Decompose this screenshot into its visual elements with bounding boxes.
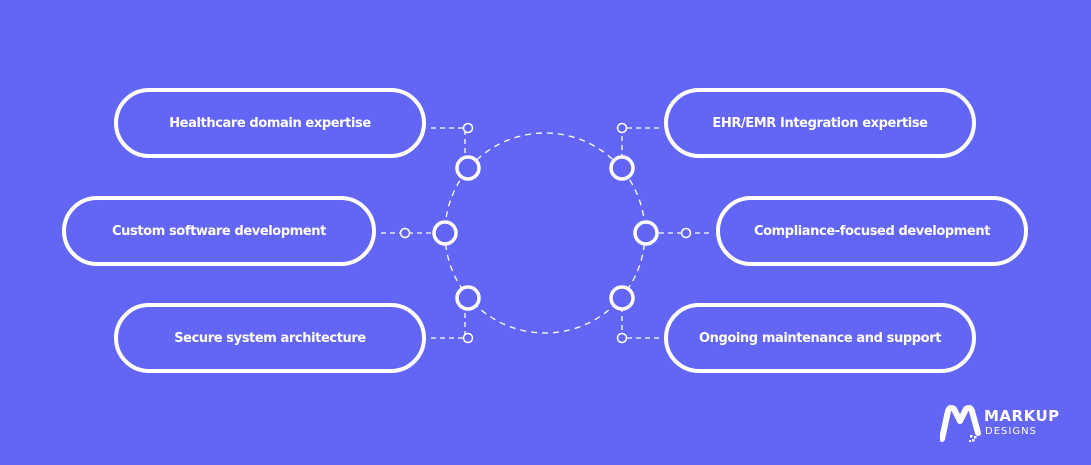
connector-line-right-1 [621,127,659,157]
service-pill-maintenance-support: Ongoing maintenance and support [664,303,976,373]
service-pill-compliance: Compliance-focused development [716,196,1028,266]
service-pill-secure-architecture: Secure system architecture [114,303,426,373]
connector-dot-left-2 [399,227,411,239]
service-label: Ongoing maintenance and support [698,330,942,346]
service-label: Compliance-focused development [753,223,991,239]
connector-dot-left-1 [462,122,474,134]
logo-wordmark: MARKUP [984,407,1060,425]
ring-node-left-2 [432,220,458,246]
connector-dot-right-2 [680,227,692,239]
ring-node-right-1 [609,155,635,181]
connector-dot-right-3 [616,332,628,344]
service-label: Secure system architecture [174,330,366,346]
ring-node-right-3 [609,285,635,311]
connector-dot-left-3 [462,332,474,344]
service-pill-healthcare-domain: Healthcare domain expertise [114,88,426,158]
markup-designs-logo: MARKUP DESIGNS [940,405,1080,445]
service-label: Custom software development [112,223,326,239]
service-label: Healthcare domain expertise [169,115,371,131]
service-label: EHR/EMR Integration expertise [712,115,928,131]
ring-node-right-2 [633,220,659,246]
connector-dot-right-1 [616,122,628,134]
connector-line-left-1 [431,127,466,157]
connector-line-left-3 [431,309,466,339]
service-pill-custom-software: Custom software development [62,196,376,266]
logo-m-icon [940,405,981,442]
ring-node-left-1 [455,155,481,181]
connector-line-right-3 [621,309,659,339]
ring-node-left-3 [455,285,481,311]
logo-subtitle: DESIGNS [985,426,1037,437]
service-pill-ehr-emr-integration: EHR/EMR Integration expertise [664,88,976,158]
